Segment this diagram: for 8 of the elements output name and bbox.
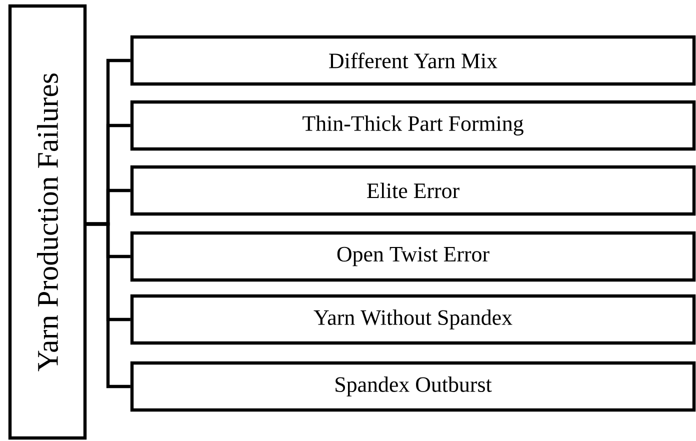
failure-box: Different Yarn Mix: [130, 35, 696, 86]
connector: [86, 222, 130, 388]
failure-box: Open Twist Error: [130, 231, 696, 282]
failure-box: Elite Error: [130, 165, 696, 216]
failure-box: Yarn Without Spandex: [130, 294, 696, 345]
failure-box: Thin-Thick Part Forming: [130, 100, 696, 151]
category-box: Yarn Production Failures: [8, 4, 87, 440]
failure-box: Spandex Outburst: [130, 361, 696, 412]
